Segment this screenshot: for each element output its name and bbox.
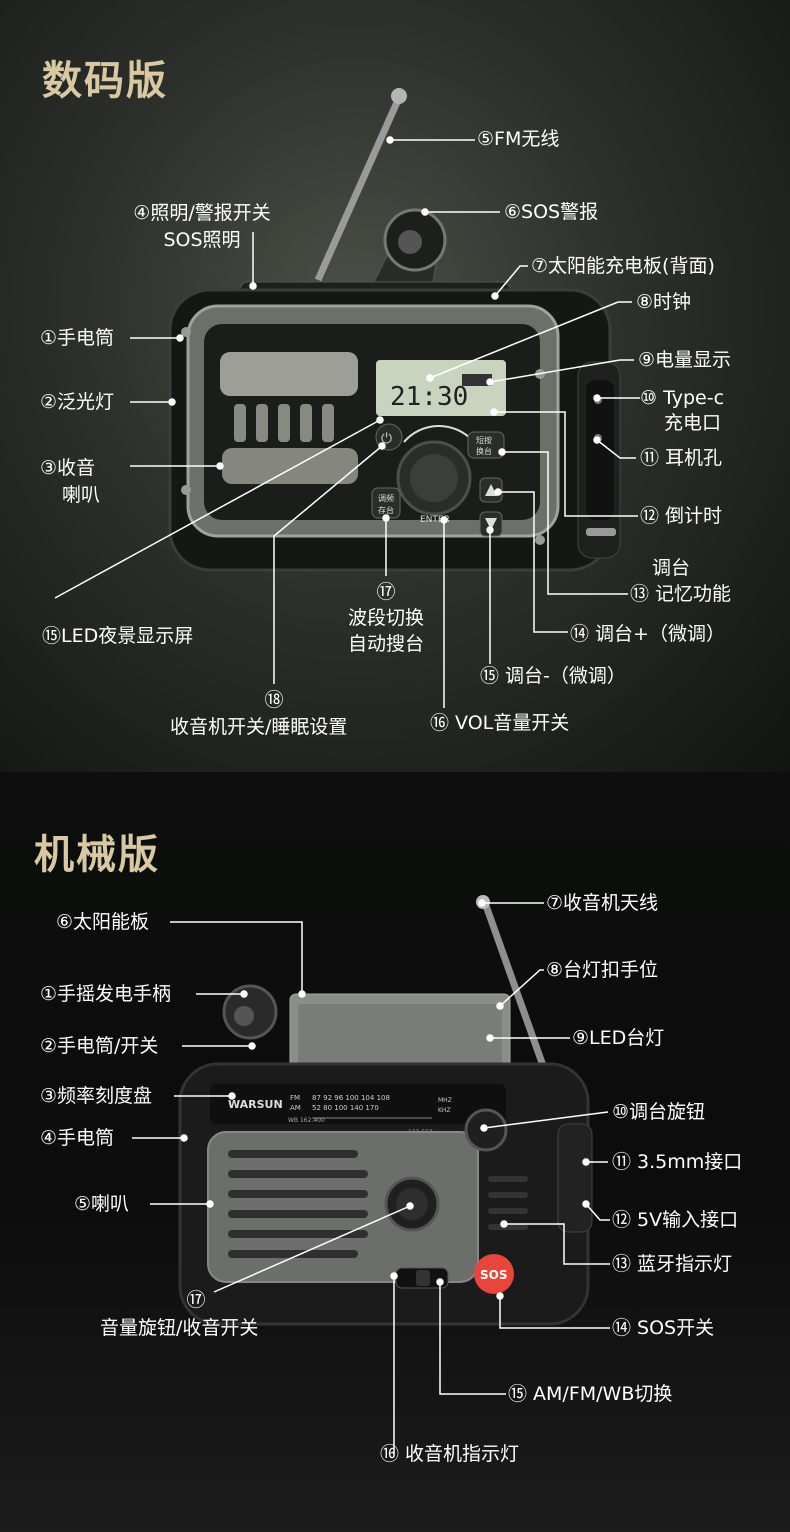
svg-text:短按: 短按 (476, 435, 492, 445)
label-countdown: ⑫ 倒计时 (640, 505, 723, 527)
speaker-grille-bottom (222, 448, 358, 484)
lcd-time: 21:30 (390, 382, 468, 412)
label-5v-input: ⑫ 5V输入接口 (612, 1209, 739, 1231)
label-floodlight: ②泛光灯 (40, 391, 115, 413)
label-power-number: ⑱ (264, 689, 284, 711)
svg-text:WB 162.400: WB 162.400 (288, 1117, 325, 1124)
label-typec-port: ⑩ Type-c (640, 387, 725, 409)
label-tuning: 调台 (652, 557, 691, 579)
svg-text:调频: 调频 (378, 493, 394, 503)
label-speaker: 喇叭 (62, 484, 101, 506)
label-speaker: ⑤喇叭 (74, 1193, 130, 1215)
frequency-dial (210, 1084, 506, 1124)
label-radio-antenna: ⑦收音机天线 (546, 892, 659, 914)
label-led-lamp: ⑨LED台灯 (572, 1027, 665, 1049)
label-tune-down: ⑮ 调台-（微调） (480, 665, 626, 687)
label-light-alarm-switch: ④照明/警报开关 (133, 202, 271, 224)
label-led-display: ⑮LED夜景显示屏 (42, 625, 194, 647)
label-tune-up: ⑭ 调台+（微调） (570, 623, 725, 645)
label-volume-switch: ⑯ VOL音量开关 (430, 712, 570, 734)
mechanical-version-panel: 机械版 WARSUN FM AM 87 92 96 100 104 108 52… (0, 772, 790, 1532)
digital-version-panel: 数码版 21:30 ⏻ (0, 0, 790, 772)
label-sos-light: SOS照明 (163, 229, 241, 251)
label-hand-crank: ①手摇发电手柄 (40, 983, 172, 1005)
label-solar-panel: ⑥太阳能板 (56, 911, 150, 933)
label-power-sleep: 收音机开关/睡眠设置 (170, 716, 348, 738)
label-band-number: ⑰ (376, 581, 396, 603)
label-clock: ⑧时钟 (636, 291, 692, 313)
label-solar-panel: ⑦太阳能充电板(背面) (531, 255, 715, 277)
label-band-switch: ⑮ AM/FM/WB切换 (508, 1383, 673, 1405)
label-sos-alarm: ⑥SOS警报 (504, 201, 599, 223)
mechanical-callout-lines (132, 899, 610, 1454)
label-lamp-grip: ⑧台灯扣手位 (546, 959, 659, 981)
label-volume-switch: 音量旋钮/收音开关 (100, 1317, 259, 1339)
svg-text:KHZ: KHZ (438, 1107, 451, 1114)
svg-text:⏻: ⏻ (381, 431, 392, 447)
section-title-mechanical: 机械版 (34, 832, 160, 878)
label-charging-port: 充电口 (664, 412, 722, 434)
label-flashlight-switch: ②手电筒/开关 (40, 1035, 159, 1057)
svg-text:AM: AM (290, 1104, 301, 1112)
svg-text:MHZ: MHZ (438, 1097, 452, 1104)
label-band-switch: 波段切换 (347, 607, 424, 629)
label-fm-antenna: ⑤FM无线 (477, 128, 560, 150)
label-memory-function: ⑬ 记忆功能 (630, 583, 732, 605)
svg-text:WARSUN: WARSUN (228, 1098, 283, 1111)
label-audio-jack: ⑪ 3.5mm接口 (612, 1151, 743, 1173)
svg-text:换台: 换台 (476, 446, 492, 456)
fm-antenna (314, 98, 402, 282)
radio-antenna (480, 898, 550, 1076)
label-flashlight: ①手电筒 (40, 327, 115, 349)
label-headphone-jack: ⑪ 耳机孔 (640, 447, 723, 469)
label-auto-scan: 自动搜台 (347, 633, 424, 655)
label-radio-indicator: ⑯ 收音机指示灯 (380, 1443, 520, 1465)
svg-text:87 92 96 100 104: 87 92 96 100 104 108 (312, 1094, 390, 1102)
label-volume-number: ⑰ (186, 1289, 206, 1311)
label-frequency-dial: ③频率刻度盘 (40, 1085, 153, 1107)
label-radio-speaker: ③收音 (40, 457, 96, 479)
svg-text:FM: FM (290, 1094, 300, 1102)
svg-text:ENTER: ENTER (420, 515, 450, 525)
label-sos-switch: ⑭ SOS开关 (612, 1317, 715, 1339)
speaker-grille-top (220, 352, 358, 396)
digital-callout-lines (0, 0, 790, 772)
label-flashlight: ④手电筒 (40, 1127, 115, 1149)
label-battery-display: ⑨电量显示 (638, 349, 732, 371)
svg-text:SOS: SOS (480, 1268, 508, 1282)
svg-text:52 80 100 140 170: 52 80 100 140 170 (312, 1104, 379, 1112)
section-title-digital: 数码版 (42, 58, 168, 104)
svg-text:存台: 存台 (378, 505, 394, 515)
label-tuning-knob: ⑩调台旋钮 (612, 1101, 706, 1123)
sos-button-shape (474, 1254, 514, 1294)
label-bluetooth-led: ⑬ 蓝牙指示灯 (612, 1253, 733, 1275)
